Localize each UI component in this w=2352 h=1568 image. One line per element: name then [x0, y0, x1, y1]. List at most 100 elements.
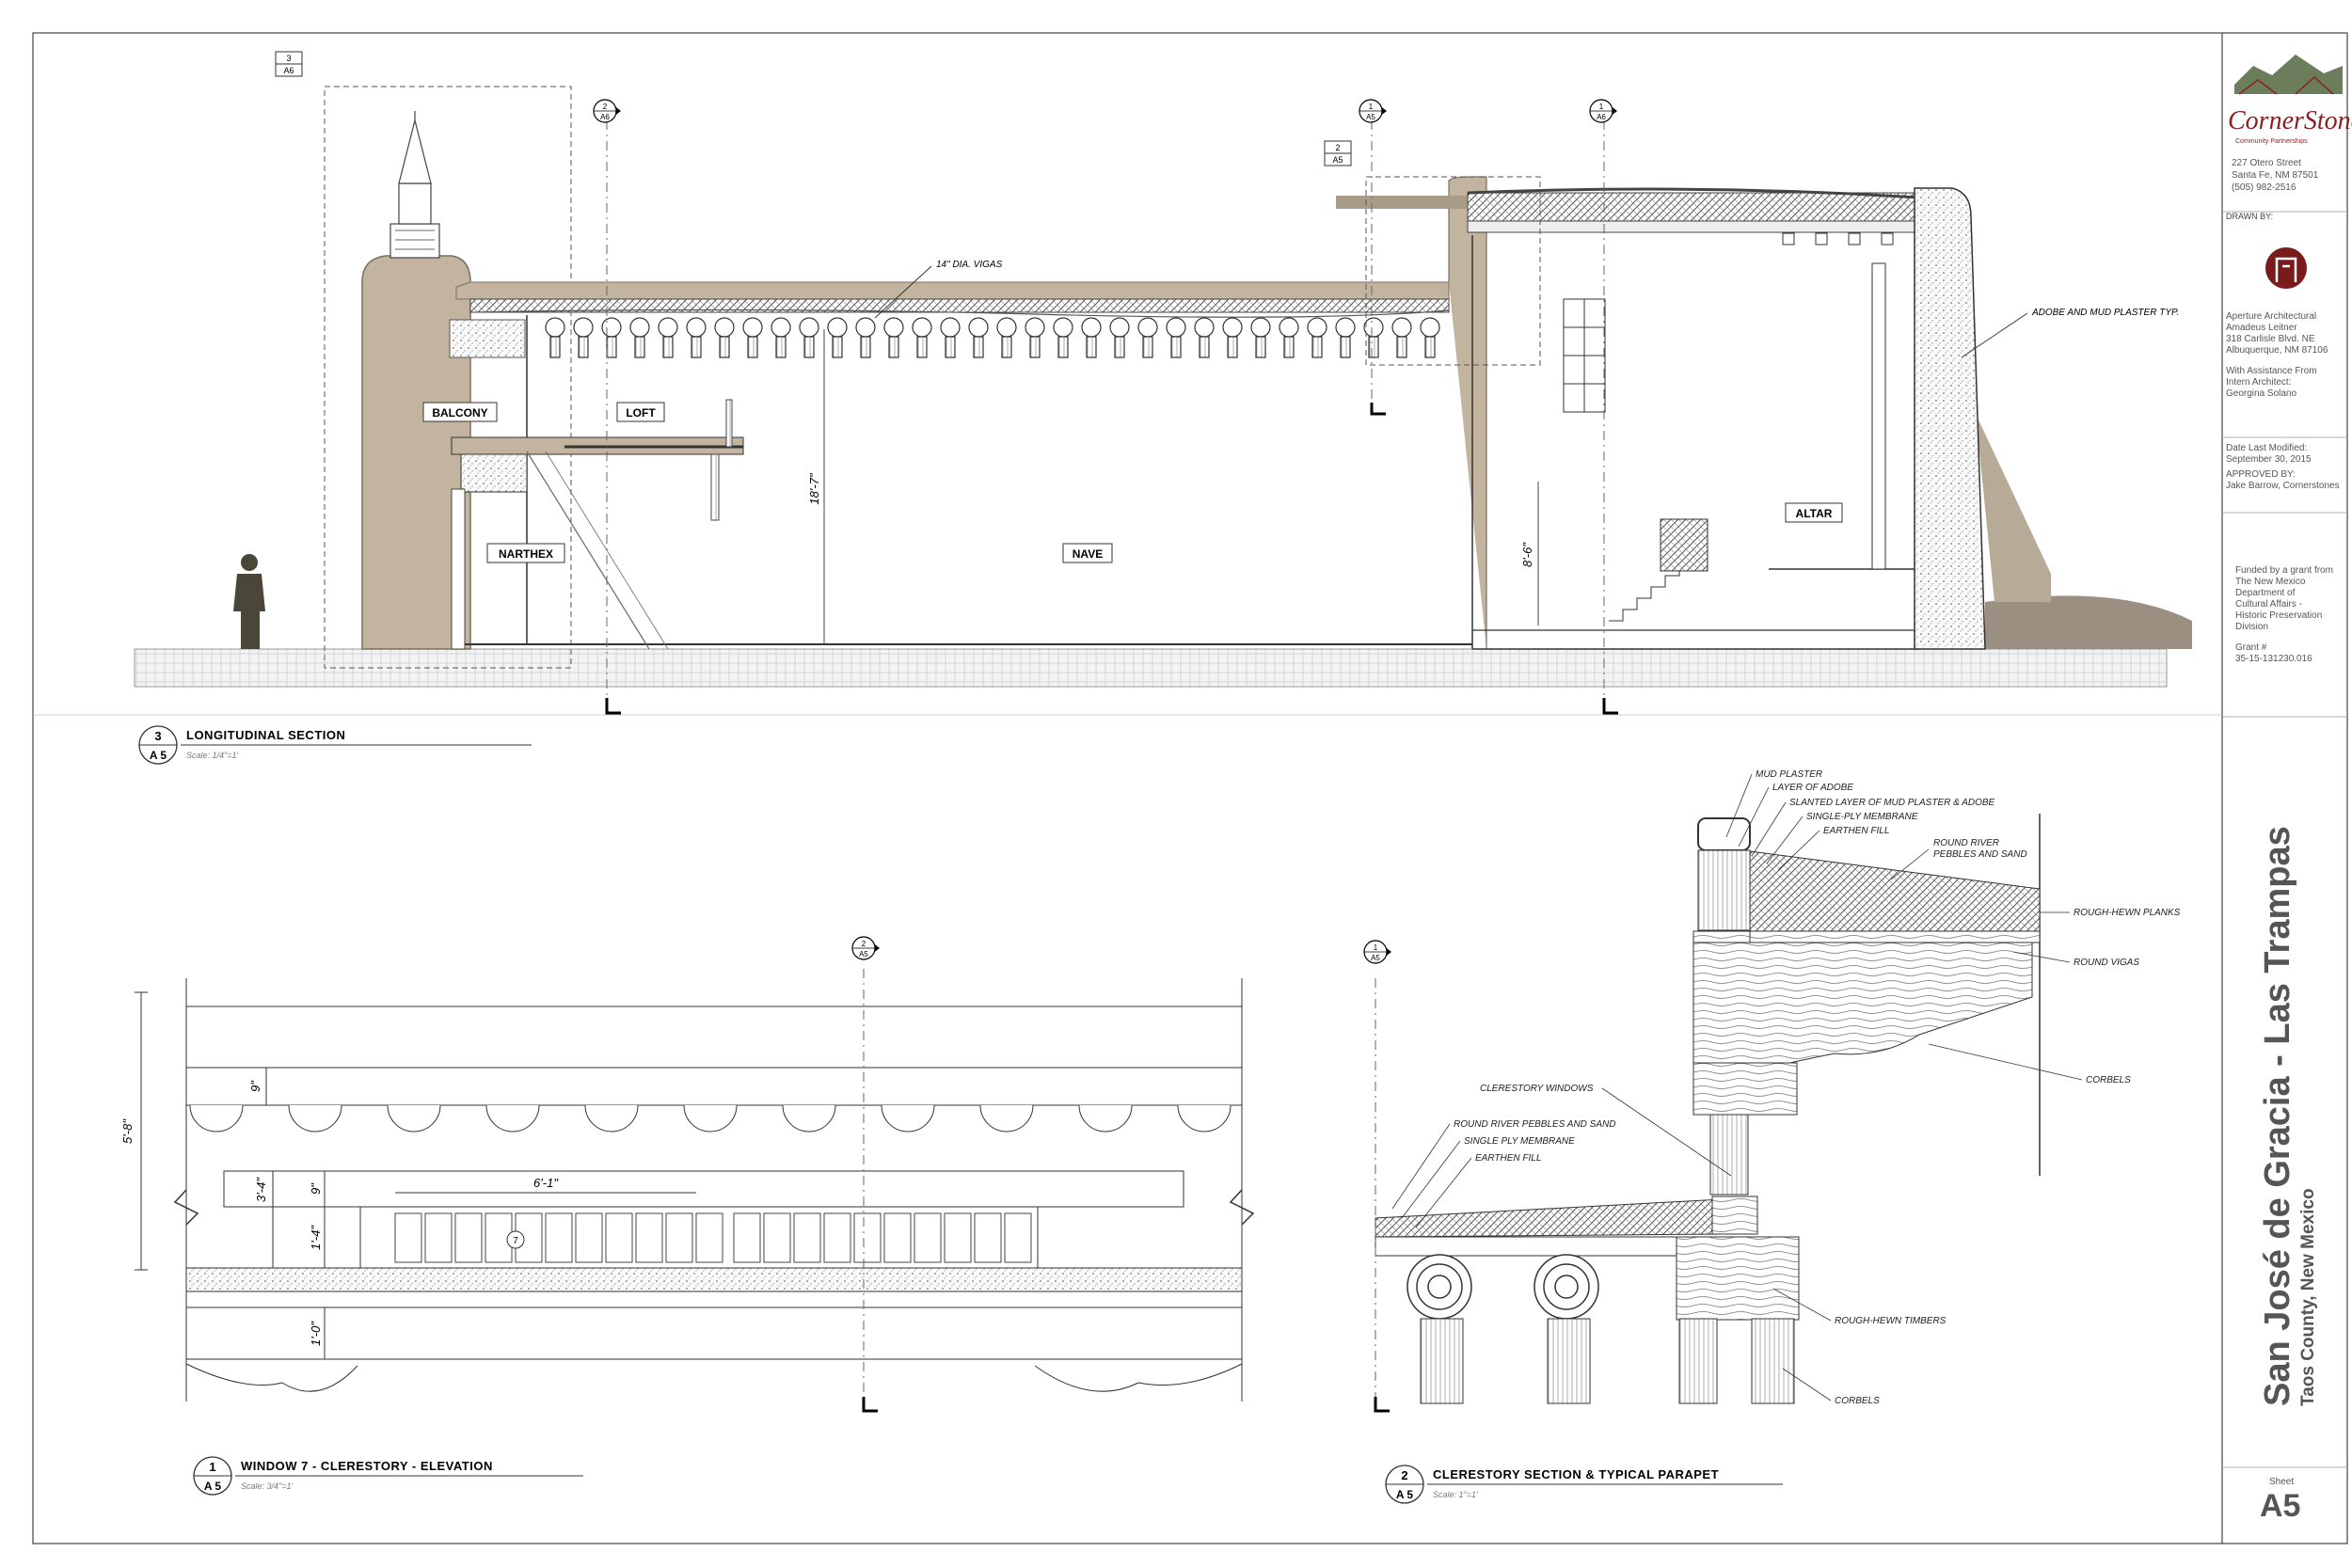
svg-text:A5: A5	[859, 950, 868, 958]
dim-overall: 5'-8"	[120, 1118, 135, 1144]
callout-detail-3-a6: 3 A6	[275, 51, 303, 77]
corbel	[803, 336, 815, 358]
svg-text:2: 2	[1401, 1468, 1407, 1482]
viga-scallop	[782, 1104, 836, 1132]
svg-text:1: 1	[209, 1460, 215, 1474]
viga-scallop	[1078, 1104, 1133, 1132]
title-block: CornerStones Community Partnerships 227 …	[2222, 33, 2352, 1544]
svg-text:3: 3	[286, 54, 291, 63]
viga-end	[686, 317, 707, 338]
window-pane	[944, 1212, 972, 1263]
corbel	[1255, 336, 1266, 358]
window-pane	[394, 1212, 422, 1263]
view-title-window: 1 A 5 WINDOW 7 - CLERESTORY - ELEVATION …	[193, 1456, 583, 1496]
note-pebbles-low: ROUND RIVER PEBBLES AND SAND	[1454, 1119, 1615, 1130]
corbel	[606, 336, 617, 358]
dim-3-4: 3'-4"	[254, 1177, 268, 1202]
viga-scallop	[485, 1104, 540, 1132]
svg-text:1: 1	[1374, 943, 1378, 952]
viga-end	[1335, 317, 1356, 338]
window-pane	[695, 1212, 723, 1263]
corbel	[1142, 336, 1153, 358]
label-narthex: NARTHEX	[499, 547, 553, 561]
viga-end	[771, 317, 791, 338]
corbel	[691, 336, 702, 358]
architect-info: Aperture Architectural Amadeus Leitner 3…	[2226, 311, 2328, 399]
corbel	[888, 336, 899, 358]
window-pane	[974, 1212, 1002, 1263]
svg-text:A6: A6	[1597, 113, 1606, 121]
note-corbels-1: CORBELS	[2086, 1075, 2131, 1085]
belfry	[389, 111, 440, 259]
section-marker-1-a5: 1 A5	[1359, 99, 1387, 123]
viga-end	[1307, 317, 1327, 338]
viga-end	[1137, 317, 1158, 338]
viga-end	[629, 317, 650, 338]
svg-text:A5: A5	[1371, 954, 1380, 962]
detail-box-2-a5	[1365, 176, 1541, 366]
viga-scallop	[288, 1104, 342, 1132]
window-pane	[545, 1212, 573, 1263]
corbel	[1001, 336, 1012, 358]
logo-text: CornerStones	[2228, 106, 2352, 135]
longitudinal-section: BALCONY LOFT NARTHEX NAVE ALTAR 14" DIA.…	[134, 51, 2192, 765]
note-membrane-low: SINGLE PLY MEMBRANE	[1464, 1136, 1575, 1147]
note-slanted: SLANTED LAYER OF MUD PLASTER & ADOBE	[1789, 798, 1995, 808]
clerestory-window-panes	[394, 1212, 1032, 1263]
corbel	[1311, 336, 1323, 358]
viga-end	[1166, 317, 1186, 338]
svg-text:2: 2	[1335, 143, 1340, 152]
corbel	[1283, 336, 1295, 358]
corbel	[832, 336, 843, 358]
corbel	[775, 336, 787, 358]
note-mud-plaster: MUD PLASTER	[1756, 769, 1822, 780]
viga-scallop	[1177, 1104, 1232, 1132]
window-pane	[665, 1212, 693, 1263]
corbel	[1368, 336, 1379, 358]
note-earthen-low: EARTHEN FILL	[1475, 1153, 1541, 1164]
parapet-section: 1 A5 MUD PLASTER LAYER OF ADOBE SLANTED …	[1363, 769, 2181, 1504]
svg-text:A5: A5	[1366, 113, 1375, 121]
adobe-wall	[1914, 187, 1986, 650]
dim-1-4: 1'-4"	[309, 1225, 323, 1250]
viga-end	[1194, 317, 1215, 338]
dim-altar: 8'-6"	[1520, 542, 1534, 567]
corbel	[1170, 336, 1182, 358]
viga-end	[1222, 317, 1243, 338]
svg-text:A 5: A 5	[204, 1480, 222, 1493]
window-pane	[454, 1212, 483, 1263]
view-title-longitudinal: 3 A 5 LONGITUDINAL SECTION Scale: 1/4"=1…	[138, 725, 532, 765]
viga-end	[940, 317, 961, 338]
viga-end	[658, 317, 678, 338]
viga-scallop	[881, 1104, 935, 1132]
label-loft: LOFT	[626, 406, 656, 420]
svg-text:1: 1	[1369, 103, 1374, 111]
viga-scallop	[979, 1104, 1034, 1132]
viga-scallop	[584, 1104, 639, 1132]
note-earthen: EARTHEN FILL	[1823, 826, 1889, 836]
svg-text:LONGITUDINAL SECTION: LONGITUDINAL SECTION	[186, 728, 345, 742]
project-subtitle: Taos County, New Mexico	[2298, 1188, 2318, 1406]
window-pane	[793, 1212, 821, 1263]
scale-figure	[233, 554, 265, 649]
project-title: San José de Gracia - Las Trampas	[2258, 826, 2297, 1406]
bell-tower	[361, 255, 471, 650]
sheet-number: A5	[2260, 1488, 2301, 1524]
corbel	[1340, 336, 1351, 358]
viga-end	[1391, 317, 1412, 338]
corbel	[1199, 336, 1210, 358]
dim-width: 6'-1"	[533, 1176, 559, 1190]
note-round-vigas: ROUND VIGAS	[2074, 958, 2139, 968]
window-pane	[575, 1212, 603, 1263]
window-pane	[605, 1212, 633, 1263]
buttress-slope	[1985, 595, 2192, 649]
viga-end	[1025, 317, 1045, 338]
svg-text:Scale: 3/4"=1': Scale: 3/4"=1'	[241, 1481, 293, 1491]
aperture-logo	[2265, 247, 2307, 289]
svg-text:2: 2	[862, 940, 866, 948]
window-pane	[914, 1212, 942, 1263]
viga-end	[968, 317, 989, 338]
corbel	[1057, 336, 1069, 358]
viga-end	[545, 317, 565, 338]
